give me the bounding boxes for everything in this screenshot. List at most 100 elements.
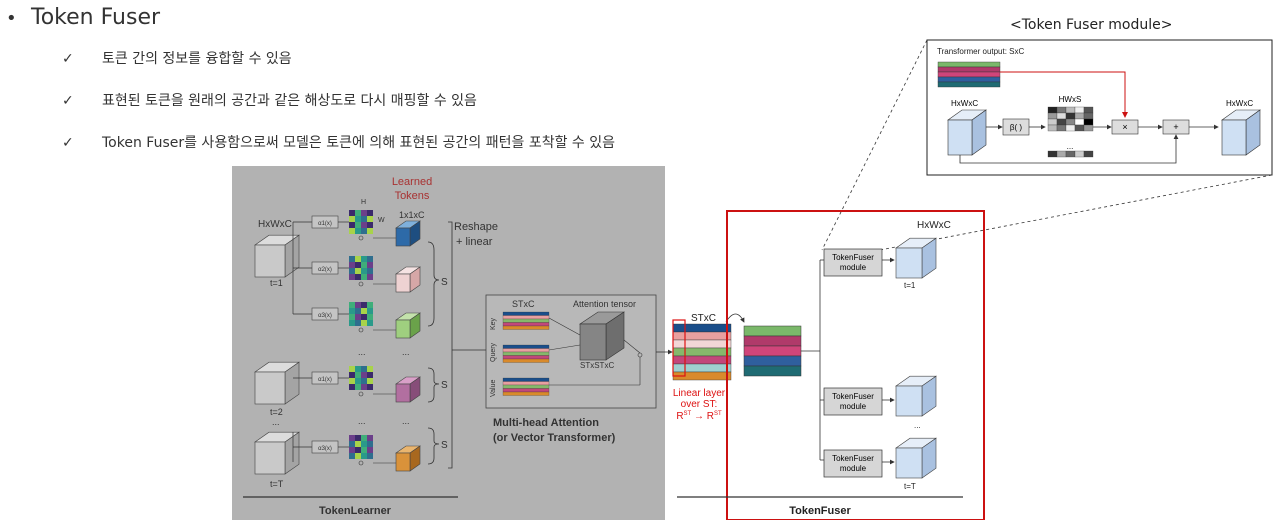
module-left-label: HxWxC <box>951 99 978 108</box>
attention-map <box>349 210 373 234</box>
grid-cell <box>1047 118 1058 126</box>
fused-token-stack <box>743 325 802 377</box>
module-caption: <Token Fuser module> <box>1010 17 1173 33</box>
svg-text:TokenFuser: TokenFuser <box>832 253 874 262</box>
grid-cell <box>1065 118 1076 126</box>
kqv-band <box>502 391 550 396</box>
fused-band <box>743 325 802 337</box>
multiply-node <box>358 327 364 333</box>
kqv-band <box>502 377 550 382</box>
tokenfuser-module-2: TokenFuser module <box>823 387 883 416</box>
bullet-text: Token Fuser를 사용함으로써 모델은 토큰에 의해 표현된 공간의 패… <box>102 135 616 151</box>
alpha-label: α3(x) <box>318 446 332 452</box>
module-input-cube <box>947 109 987 156</box>
tokenlearner-panel: HxWxC Learned Tokens 1x1xC H W Reshape +… <box>232 166 665 520</box>
stxc-band <box>672 323 732 333</box>
check-icon: ✓ <box>62 51 74 67</box>
learned-tokens-line1: Learned <box>392 176 432 188</box>
grid-cell <box>1047 150 1058 158</box>
time-label-T: t=T <box>270 479 284 489</box>
s-label-3: S <box>441 440 448 451</box>
bullet-text: 표현된 토큰을 원래의 공간과 같은 해상도로 다시 매핑할 수 있음 <box>102 93 477 109</box>
kqv-band <box>502 318 550 323</box>
fuser-output-cube-3 <box>895 437 937 479</box>
module-output-cube <box>1221 109 1261 156</box>
key-label: Key <box>490 317 497 330</box>
fuser-time-1: t=1 <box>904 281 916 290</box>
tokenfuser-module-3: TokenFuser module <box>823 449 883 478</box>
multiply-node <box>358 391 364 397</box>
learned-token <box>395 220 421 247</box>
input-shape-label: HxWxC <box>258 219 292 230</box>
stxc-label: STxC <box>512 299 535 309</box>
kqv-band <box>502 325 550 330</box>
svg-text:module: module <box>840 402 867 411</box>
tokenlearner-footer: TokenLearner <box>319 505 392 517</box>
module-mid-label: HWxS <box>1059 95 1082 104</box>
h-label: H <box>361 199 366 206</box>
input-cube-tT <box>254 431 300 475</box>
fused-band <box>743 335 802 347</box>
svg-text:module: module <box>840 464 867 473</box>
kqv-band <box>502 388 550 393</box>
tl-dots-d: ... <box>358 416 366 426</box>
grid-cell <box>1065 106 1076 114</box>
grid-cell <box>1056 124 1067 132</box>
stxc-band <box>672 331 732 341</box>
w-label: W <box>378 217 385 224</box>
kqv-band <box>502 384 550 389</box>
fuser-output-cube-2 <box>895 375 937 417</box>
grid-cell <box>1074 150 1085 158</box>
multiply-node <box>358 281 364 287</box>
fused-band <box>743 355 802 367</box>
learned-token <box>395 266 421 293</box>
fuser-time-T: t=T <box>904 482 916 491</box>
slide-title: • Token Fuser <box>6 5 160 30</box>
grid-cell <box>1056 106 1067 114</box>
grid-cell <box>1056 112 1067 120</box>
linear-layer-line2: over ST: <box>681 399 718 410</box>
tokenfuser-footer: TokenFuser <box>789 505 851 517</box>
kqv-band <box>502 322 550 327</box>
kqv-band <box>502 315 550 320</box>
linear-layer-line1: Linear layer <box>673 388 726 399</box>
time-label-2: t=2 <box>270 407 283 417</box>
tl-dots-c: ... <box>402 347 410 357</box>
fused-band <box>743 365 802 377</box>
grid-cell <box>1047 112 1058 120</box>
grid-cell <box>1065 124 1076 132</box>
grid-cell <box>1083 112 1094 120</box>
grid-cell <box>1047 124 1058 132</box>
add-label: + <box>1173 122 1178 132</box>
attention-caption-1: Multi-head Attention <box>493 417 599 429</box>
check-icon: ✓ <box>62 93 74 109</box>
fuser-output-label: HxWxC <box>917 220 951 231</box>
grid-cell <box>1056 150 1067 158</box>
kqv-band <box>502 358 550 363</box>
title-text: Token Fuser <box>31 5 161 30</box>
svg-text:TokenFuser: TokenFuser <box>832 392 874 401</box>
kqv-band <box>502 355 550 360</box>
grid-cell <box>1083 118 1094 126</box>
learned-token <box>395 445 421 472</box>
check-icon: ✓ <box>62 135 74 151</box>
grid-cell <box>1047 106 1058 114</box>
reshape-line1: Reshape <box>454 221 498 233</box>
multiply-node <box>358 235 364 241</box>
alpha-label: α3(x) <box>318 313 332 319</box>
input-cube-t2 <box>254 361 300 405</box>
kqv-band <box>502 351 550 356</box>
attention-map <box>349 435 373 459</box>
grid-cell <box>1083 106 1094 114</box>
multiply-node <box>358 460 364 466</box>
tokenlearner-rows: α1(x)α2(x)α3(x)α1(x)α3(x) <box>254 210 421 475</box>
bullet-item-3: ✓ Token Fuser를 사용함으로써 모델은 토큰에 의해 표현된 공간의 … <box>62 132 615 152</box>
transformer-output-bands <box>937 61 1001 88</box>
reshape-line2: + linear <box>456 236 493 248</box>
alpha-label: α1(x) <box>318 221 332 227</box>
stxc-band <box>672 355 732 365</box>
kqv-bands <box>502 311 550 396</box>
bullet-item-1: ✓토큰 간의 정보를 융합할 수 있음 <box>62 48 292 68</box>
tl-dots-a: ... <box>272 417 280 427</box>
